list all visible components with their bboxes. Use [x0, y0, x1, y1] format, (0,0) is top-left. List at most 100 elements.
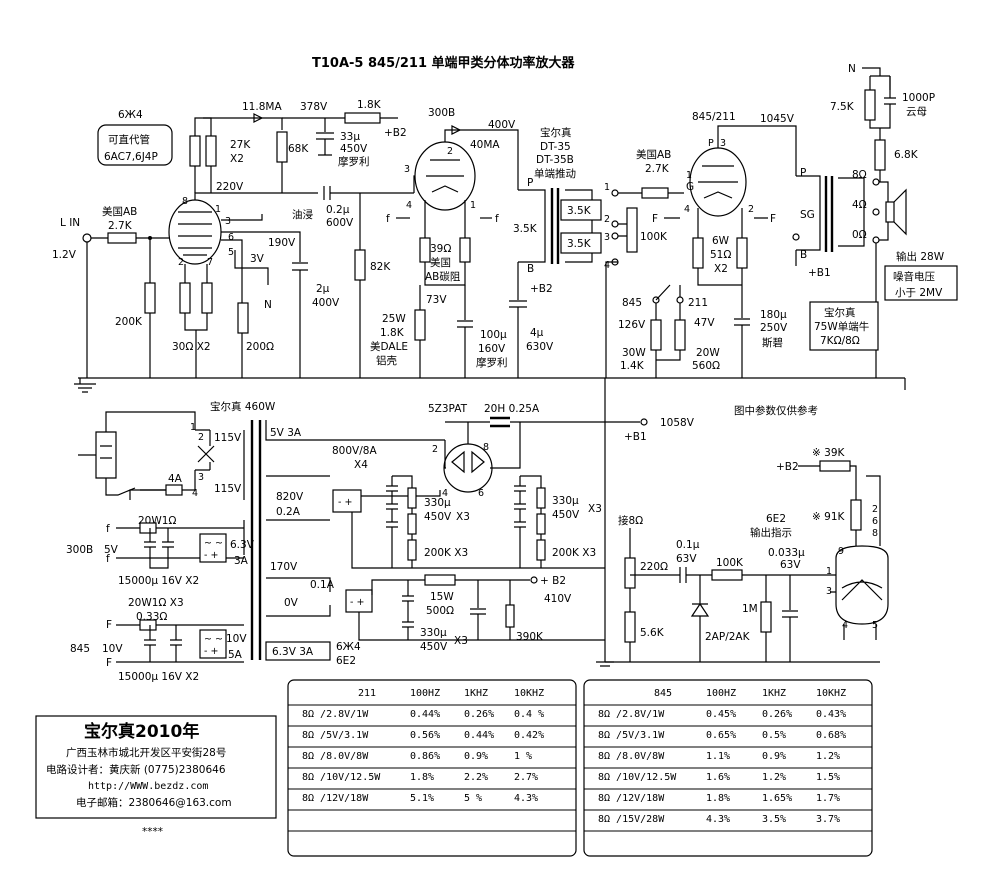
- label-otx-1: 宝尔真: [824, 306, 856, 319]
- label-0v: 0V: [284, 597, 299, 609]
- resistor-200k-b2: [536, 513, 546, 535]
- label-02a: 0.2A: [276, 506, 301, 518]
- label-40ma: 40MA: [470, 139, 500, 151]
- resistor-68k: [276, 131, 288, 163]
- label-5v3a: 5V 3A: [270, 427, 302, 439]
- table-header-cell: 100HZ: [410, 688, 440, 699]
- resistor-033r: [139, 619, 157, 631]
- label-82k: 82K: [370, 261, 391, 273]
- table-cell: 8Ω /10V/12.5W: [302, 772, 381, 783]
- label-oil: 油浸: [292, 208, 313, 221]
- svg-text:~ ~: ~ ~: [204, 634, 223, 645]
- label-6e2-ind: 输出指示: [750, 526, 792, 539]
- resistor-5k6: [624, 611, 636, 643]
- table-cell: 8Ω /10V/12.5W: [598, 772, 677, 783]
- table-cell: 1.5%: [816, 772, 840, 783]
- resistor-560r: [674, 319, 686, 351]
- label-02u: 0.2μ: [326, 204, 350, 216]
- label-330u-b: 330μ: [552, 495, 579, 507]
- label-63v3a: 6.3V 3A: [272, 646, 314, 658]
- table-cell: 0.4 %: [514, 709, 544, 720]
- label-6k8: 6.8K: [894, 149, 919, 161]
- label-x3-c: X3: [454, 635, 468, 647]
- label-126v: 126V: [618, 319, 646, 331]
- label-x2-51r: X2: [714, 263, 728, 275]
- svg-text:4: 4: [406, 200, 412, 211]
- svg-text:2: 2: [432, 444, 438, 455]
- svg-text:1: 1: [215, 204, 221, 215]
- brand-box: [35, 715, 277, 819]
- resistor-200k-a2: [407, 513, 417, 535]
- input-jack-icon[interactable]: [82, 233, 92, 243]
- table-header-cell: 10KHZ: [514, 688, 544, 699]
- table-cell: 5.1%: [410, 793, 434, 804]
- brand-email[interactable]: 电子邮箱：2380646@163.com: [76, 796, 232, 809]
- brand-address: 广西玉林市城北开发区平安街28号: [66, 746, 226, 759]
- label-25w-val: 1.8K: [380, 327, 405, 339]
- resistor-200k: [144, 282, 156, 314]
- label-ot-4: 4Ω: [852, 199, 867, 211]
- svg-text:3: 3: [404, 164, 410, 175]
- label-h10v: 10V: [102, 643, 123, 655]
- brand-website[interactable]: http://WWW.bezdz.com: [88, 781, 208, 792]
- label-51r: 51Ω: [710, 249, 731, 261]
- table-cell: 8Ω /12V/18W: [598, 793, 665, 804]
- label-330u-b-v: 450V: [552, 509, 580, 521]
- label-330u-c-v: 450V: [420, 641, 448, 653]
- label-033u: 0.033μ: [768, 547, 805, 559]
- label-x2-27k: X2: [230, 153, 244, 165]
- label-b1: +B1: [624, 431, 647, 443]
- table-cell: 5 %: [464, 793, 482, 804]
- resistor-39k: [819, 460, 851, 472]
- label-100u: 100μ: [480, 329, 507, 341]
- label-820v: 820V: [276, 491, 304, 503]
- svg-text:6: 6: [478, 488, 484, 499]
- label-73v: 73V: [426, 294, 447, 306]
- label-1k4: 1.4K: [620, 360, 645, 372]
- label-15000-b: 15000μ 16V X2: [118, 671, 199, 683]
- label-drv-2: DT-35: [540, 141, 571, 153]
- label-ot-b1: +B1: [808, 267, 831, 279]
- label-b2-410: + B2: [540, 575, 566, 587]
- svg-text:1: 1: [686, 170, 692, 181]
- label-27k: 27K: [230, 139, 251, 151]
- label-h5v: 5V: [104, 544, 119, 556]
- label-30w: 30W: [622, 347, 646, 359]
- label-200r: 200Ω: [246, 341, 274, 353]
- label-ot-8: 8Ω: [852, 169, 867, 181]
- label-300b: 300B: [428, 107, 455, 119]
- svg-text:9: 9: [838, 546, 844, 557]
- selector-switch-211[interactable]: [676, 296, 684, 304]
- label-3a: 3A: [234, 555, 249, 567]
- label-200k: 200K: [115, 316, 143, 328]
- label-out-3: 小于 2MV: [895, 287, 943, 299]
- power-plug-icon: [78, 431, 117, 479]
- label-ot-0: 0Ω: [852, 229, 867, 241]
- label-02u-v: 600V: [326, 217, 354, 229]
- label-15000-a: 15000μ 16V X2: [118, 575, 199, 587]
- resistor-82k: [354, 249, 366, 281]
- label-2u-v: 400V: [312, 297, 340, 309]
- svg-text:1: 1: [604, 182, 610, 193]
- resistor-51r-b: [736, 237, 748, 269]
- label-f-2: f: [495, 213, 499, 225]
- label-pin-f2: F: [770, 213, 776, 225]
- table-header-cell: 211: [358, 688, 376, 699]
- label-100k-ind: 100K: [716, 557, 744, 569]
- label-1000p: 1000P: [902, 92, 935, 104]
- substitute-box: [97, 124, 173, 166]
- label-170v: 170V: [270, 561, 298, 573]
- table-header-cell: 845: [654, 688, 672, 699]
- table-cell: 1.2%: [816, 751, 840, 762]
- resistor-500r: [424, 574, 456, 586]
- label-ot-p: P: [800, 167, 806, 179]
- label-1k8: 1.8K: [357, 99, 382, 111]
- svg-text:4: 4: [604, 260, 610, 271]
- k35c-box: [560, 232, 602, 254]
- resistor-30r-a: [179, 282, 191, 314]
- label-100u-b: 摩罗利: [476, 356, 508, 369]
- label-500r: 500Ω: [426, 605, 454, 617]
- label-560r: 560Ω: [692, 360, 720, 372]
- label-33u-b: 摩罗利: [338, 155, 370, 168]
